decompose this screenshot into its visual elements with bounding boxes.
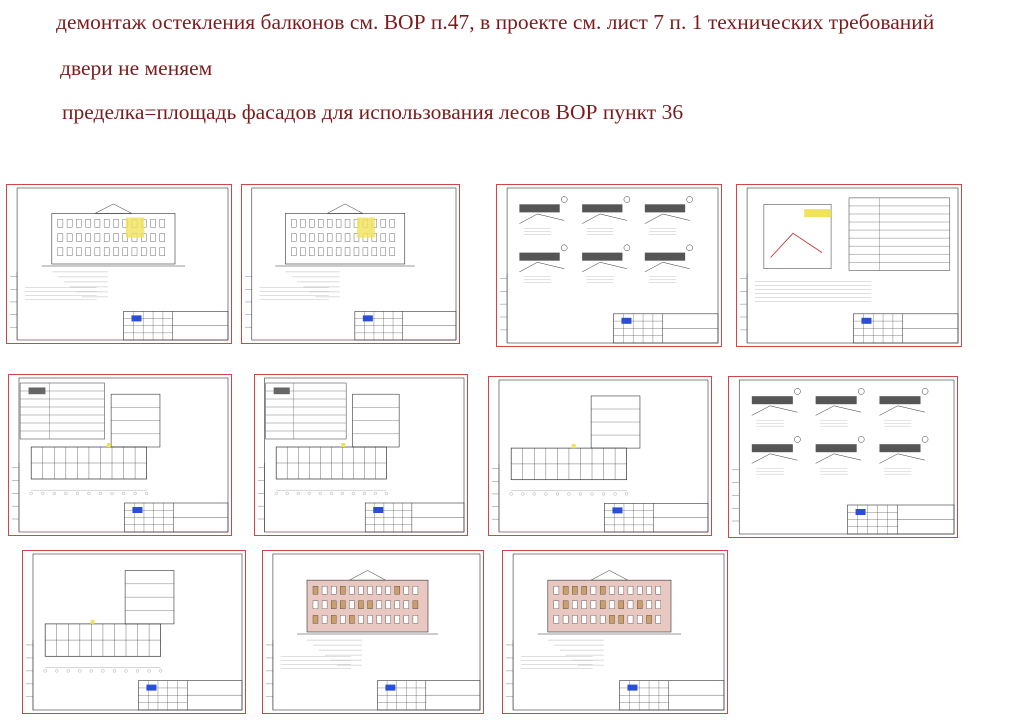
drawing-sheet-6	[254, 374, 468, 536]
sheet-drawing	[12, 377, 229, 533]
drawing-sheet-8	[728, 376, 958, 538]
note-doors: двери не меняем	[60, 56, 213, 80]
sheet-drawing	[258, 377, 465, 533]
sheet-drawing	[10, 187, 229, 341]
sheet-drawing	[245, 187, 457, 341]
note-balcony-glazing: демонтаж остекления балконов см. ВОР п.4…	[56, 10, 935, 34]
sheet-drawing	[500, 187, 719, 344]
drawing-sheet-3	[496, 184, 722, 347]
drawing-sheet-5	[8, 374, 232, 536]
drawing-sheet-9	[22, 550, 246, 714]
note-scaffolding-area: пределка=площадь фасадов для использован…	[62, 100, 684, 124]
sheet-drawing	[740, 187, 959, 344]
sheet-drawing	[26, 553, 243, 711]
sheet-drawing	[732, 379, 955, 535]
sheet-drawing	[266, 553, 481, 711]
drawing-sheet-2	[241, 184, 460, 344]
sheet-drawing	[492, 379, 709, 533]
drawing-sheet-7	[488, 376, 712, 536]
drawing-sheet-11	[502, 550, 728, 714]
drawing-sheet-4	[736, 184, 962, 347]
sheet-drawing	[506, 553, 725, 711]
drawing-sheet-10	[262, 550, 484, 714]
drawing-sheet-1	[6, 184, 232, 344]
